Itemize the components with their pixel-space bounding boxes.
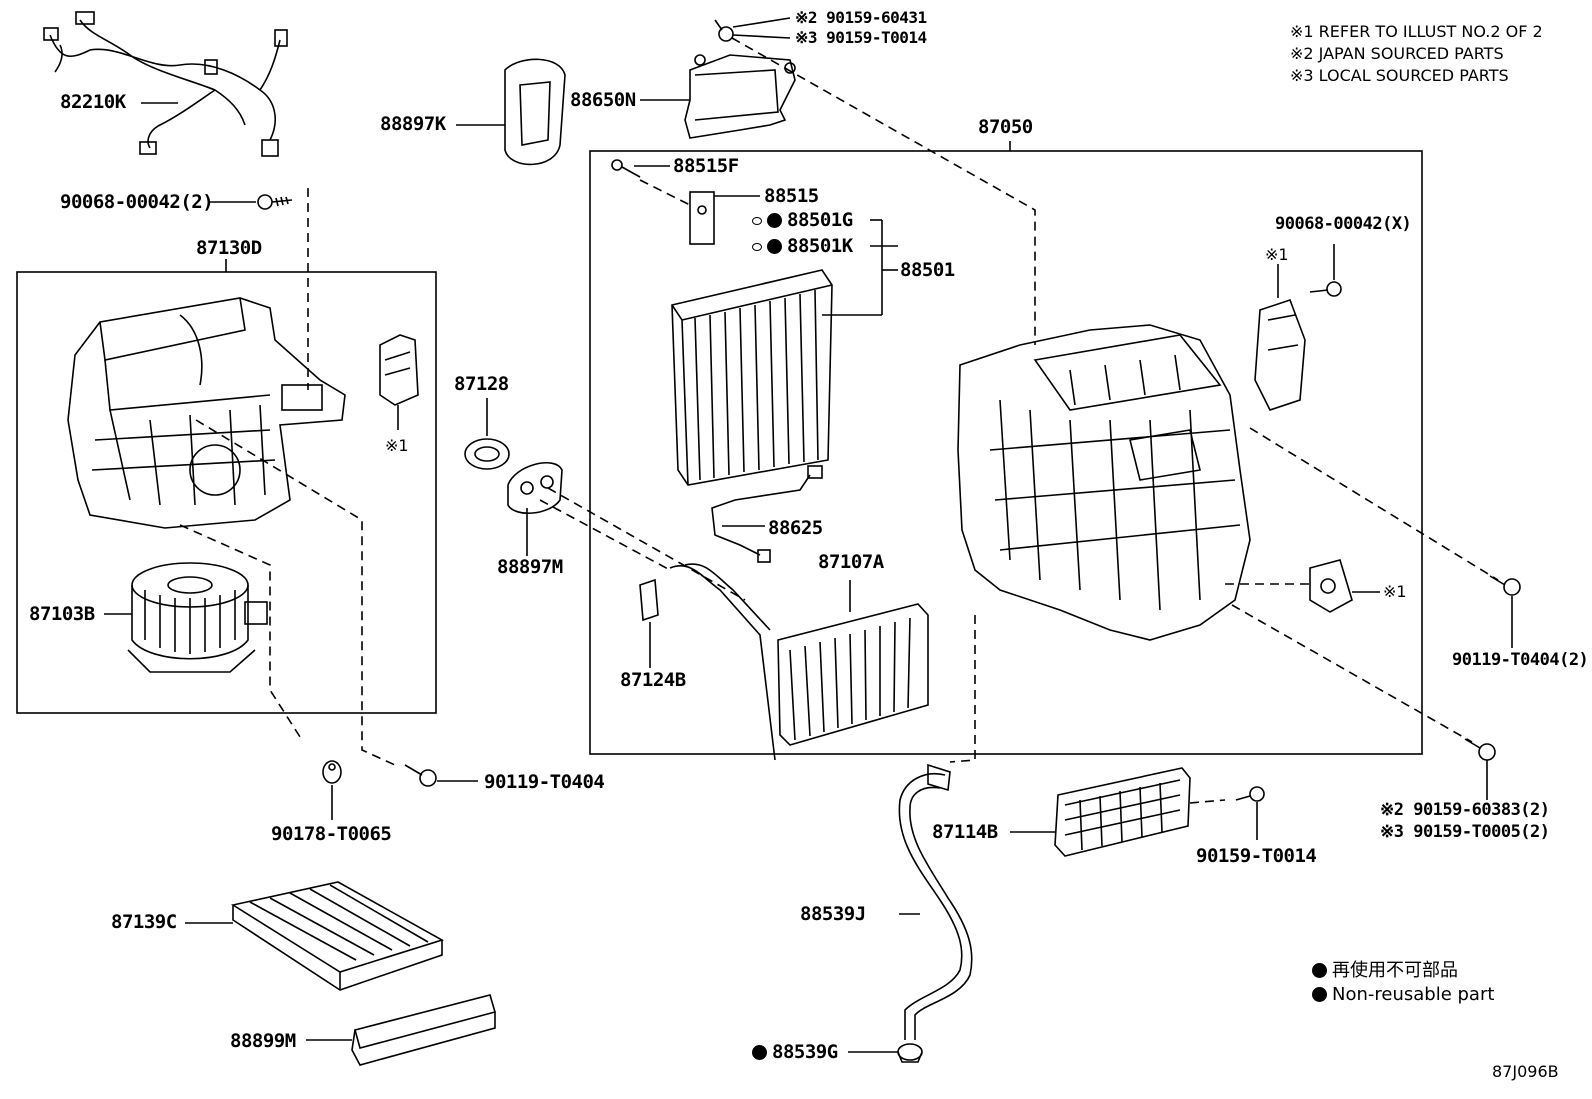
pipe-plate-icon <box>507 461 563 515</box>
thermistor-icon <box>711 465 823 563</box>
bolt-icon <box>1464 738 1496 761</box>
note-local-sourced: ※3 LOCAL SOURCED PARTS <box>1290 66 1509 85</box>
non-reusable-dot-icon <box>767 239 782 254</box>
part-label-90159-t0014-top[interactable]: ※3 90159-T0014 <box>795 28 927 47</box>
bolt-icon <box>404 764 437 787</box>
part-label-87128[interactable]: 87128 <box>454 373 509 395</box>
screw-icon <box>714 19 734 42</box>
part-label-87139c[interactable]: 87139C <box>111 911 177 933</box>
part-label-90178-t0065[interactable]: 90178-T0065 <box>271 823 392 845</box>
register-duct-icon <box>1054 767 1191 857</box>
part-label-88897k[interactable]: 88897K <box>380 113 446 135</box>
part-label-87050[interactable]: 87050 <box>978 116 1033 138</box>
non-reusable-dot-icon <box>752 1045 767 1060</box>
ref-mark-1-top: ※1 <box>1265 245 1289 264</box>
ref-mark-1-left: ※1 <box>385 436 409 455</box>
part-label-90159-60383-2[interactable]: ※2 90159-60383(2) <box>1380 800 1550 820</box>
grommet-icon <box>464 438 510 470</box>
part-label-87103b[interactable]: 87103B <box>29 603 95 625</box>
bolt-icon <box>1489 575 1521 596</box>
part-label-88539j[interactable]: 88539J <box>800 903 866 925</box>
o-ring-icon <box>752 243 762 251</box>
servo-motor-icon <box>1254 298 1306 411</box>
o-ring-icon <box>752 217 762 225</box>
legend-en-text: Non-reusable part <box>1332 984 1495 1005</box>
legend-jp: 再使用不可部品 <box>1312 956 1458 982</box>
evaporator-icon <box>671 269 833 486</box>
part-label-88539g-text: 88539G <box>772 1041 838 1063</box>
part-label-88501k[interactable]: 88501K <box>752 236 853 256</box>
part-label-88515[interactable]: 88515 <box>764 185 819 207</box>
part-label-90159-t0014[interactable]: 90159-T0014 <box>1196 845 1317 867</box>
part-label-88515f[interactable]: 88515F <box>673 155 739 177</box>
non-reusable-dot-icon <box>1312 987 1327 1002</box>
frame-87050 <box>589 150 1423 755</box>
part-label-90068-00042-x[interactable]: 90068-00042(X) <box>1275 214 1412 234</box>
legend-en: Non-reusable part <box>1312 984 1494 1005</box>
drain-hose-icon <box>898 763 973 1040</box>
part-label-88897m[interactable]: 88897M <box>497 556 563 578</box>
part-label-88501g[interactable]: 88501G <box>752 210 853 230</box>
grommet-icon <box>897 1043 923 1063</box>
part-label-87114b[interactable]: 87114B <box>932 821 998 843</box>
non-reusable-dot-icon <box>1312 963 1327 978</box>
part-label-90159-60431[interactable]: ※2 90159-60431 <box>795 8 927 27</box>
screw-icon <box>1309 281 1342 297</box>
part-label-82210k[interactable]: 82210K <box>60 91 126 113</box>
wire-harness-icon <box>43 11 288 157</box>
amplifier-module-icon <box>684 54 796 139</box>
screw-icon <box>257 194 293 210</box>
part-label-87107a[interactable]: 87107A <box>818 551 884 573</box>
part-label-88899m[interactable]: 88899M <box>230 1030 296 1052</box>
cabin-filter-icon <box>230 881 445 991</box>
blower-motor-icon <box>127 562 268 673</box>
part-label-88501k-text: 88501K <box>787 235 853 257</box>
part-label-90119-t0404[interactable]: 90119-T0404 <box>484 771 605 793</box>
clip-nut-icon <box>322 760 342 784</box>
hvac-case-icon <box>957 324 1251 641</box>
pipe-clamp-icon <box>639 578 659 622</box>
expansion-valve-icon <box>689 191 715 245</box>
part-label-90119-t0404-2[interactable]: 90119-T0404(2) <box>1452 650 1589 670</box>
blower-case-icon <box>67 297 346 529</box>
note-japan-sourced: ※2 JAPAN SOURCED PARTS <box>1290 44 1504 63</box>
servo-motor-icon <box>1309 559 1353 613</box>
filter-cover-icon <box>351 994 496 1066</box>
non-reusable-dot-icon <box>767 213 782 228</box>
screw-icon <box>1235 786 1265 802</box>
figure-id: 87J096B <box>1492 1062 1559 1081</box>
part-label-88650n[interactable]: 88650N <box>570 89 636 111</box>
part-label-88501g-text: 88501G <box>787 209 853 231</box>
part-label-87130d[interactable]: 87130D <box>196 237 262 259</box>
ref-mark-1-right: ※1 <box>1383 582 1407 601</box>
part-label-90068-00042-2[interactable]: 90068-00042(2) <box>60 191 214 213</box>
part-label-88539g[interactable]: 88539G <box>752 1042 838 1062</box>
bolt-icon <box>611 159 641 178</box>
part-label-88625[interactable]: 88625 <box>768 517 823 539</box>
note-refer-illust: ※1 REFER TO ILLUST NO.2 OF 2 <box>1290 22 1543 41</box>
part-label-88501[interactable]: 88501 <box>900 259 955 281</box>
servo-motor-icon <box>379 334 419 406</box>
legend-jp-text: 再使用不可部品 <box>1332 960 1458 981</box>
seal-plate-icon <box>504 58 566 166</box>
part-label-87124b[interactable]: 87124B <box>620 669 686 691</box>
part-label-90159-t0005-2[interactable]: ※3 90159-T0005(2) <box>1380 822 1550 842</box>
heater-core-icon <box>669 563 929 761</box>
